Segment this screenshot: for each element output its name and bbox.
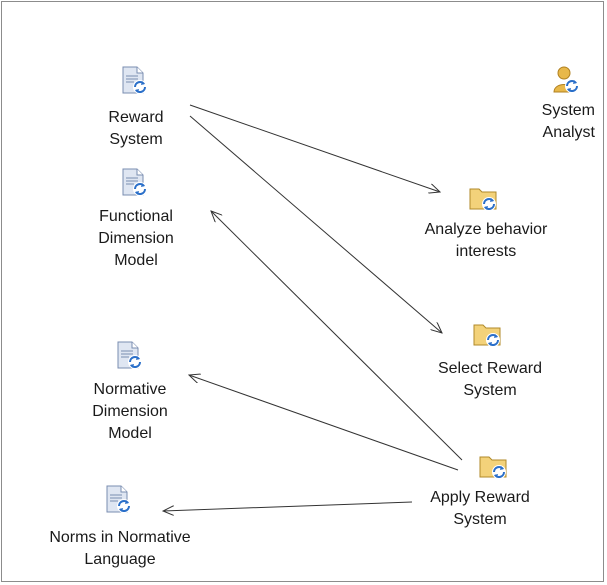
role-person-icon [553, 66, 579, 93]
edge-apply-reward-system-to-normative-dimension-model [189, 375, 459, 471]
task-folder-icon [473, 324, 501, 347]
work-product-document-icon [106, 485, 131, 513]
work-product-document-icon [122, 168, 147, 196]
edge-apply-reward-system-to-functional-dimension-model [211, 211, 463, 461]
node-label: Select Reward System [437, 360, 543, 399]
work-product-document-icon [117, 341, 142, 369]
node-label: Functional Dimension Model [98, 208, 174, 269]
task-folder-icon [469, 188, 497, 211]
edge-reward-system-to-select-reward-system [189, 115, 442, 333]
edge-apply-reward-system-to-norms-in-normative-language [163, 501, 413, 511]
node-label: Analyze behavior interests [424, 221, 548, 260]
node-label: Apply Reward System [430, 489, 530, 528]
task-folder-icon [479, 456, 507, 479]
node-label: System Analyst [541, 102, 595, 141]
edge-reward-system-to-analyze-behavior-interests [189, 104, 440, 192]
node-label: Reward System [108, 109, 164, 148]
node-label: Norms in Normative Language [49, 529, 191, 568]
node-label: Normative Dimension Model [92, 381, 168, 442]
work-product-document-icon [122, 66, 147, 94]
